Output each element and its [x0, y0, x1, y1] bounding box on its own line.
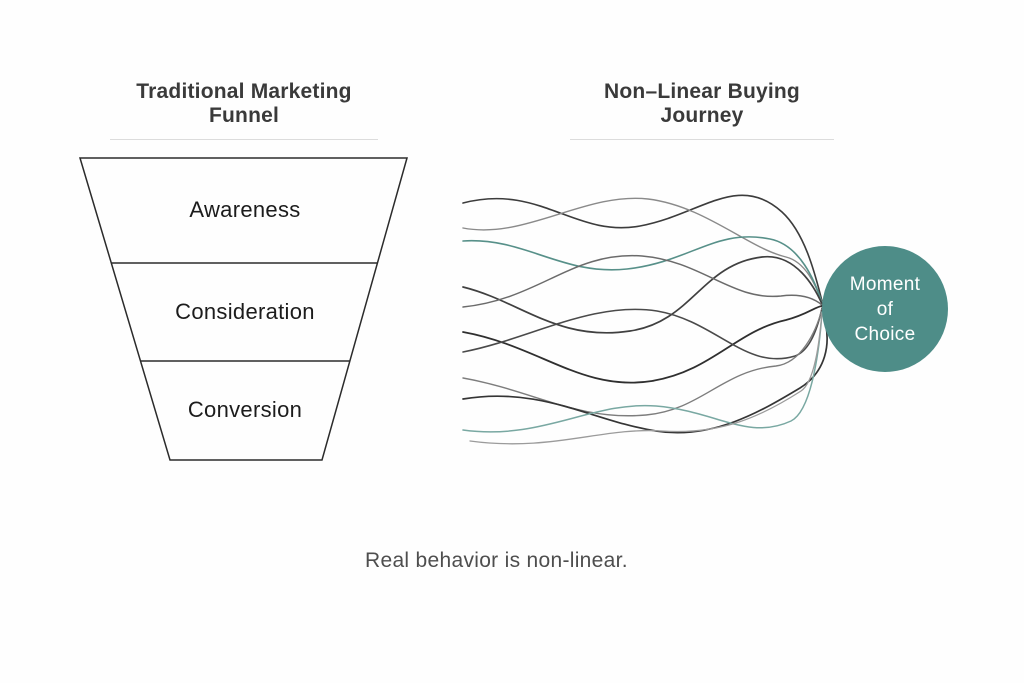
moment-of-choice-node [822, 246, 948, 372]
journey-lines [462, 194, 828, 445]
funnel-stage-consideration: Consideration [175, 299, 315, 324]
caption: Real behavior is non-linear. [365, 549, 628, 572]
left-title: Traditional Marketing Funnel [110, 80, 378, 140]
journey-line [462, 197, 823, 303]
node-label-line-1: Moment [849, 274, 921, 295]
right-title: Non–Linear Buying Journey [570, 80, 834, 140]
funnel-shape [78, 157, 408, 461]
journey-line [462, 194, 823, 302]
journey-line [462, 256, 823, 334]
journey-line-teal [462, 236, 823, 304]
journey-line [462, 305, 823, 384]
funnel-outline [78, 157, 408, 461]
moment-of-choice-label: Moment of Choice [822, 272, 948, 347]
node-label-line-3: Choice [854, 324, 916, 345]
journey-line-teal-light [462, 311, 823, 433]
journey-line [469, 312, 823, 445]
funnel-stage-conversion: Conversion [187, 397, 303, 422]
journey-line [462, 307, 823, 360]
node-label-line-2: of [876, 299, 894, 320]
journey-line [462, 308, 823, 417]
funnel-stage-awareness: Awareness [189, 197, 301, 222]
journey-line [462, 254, 823, 308]
